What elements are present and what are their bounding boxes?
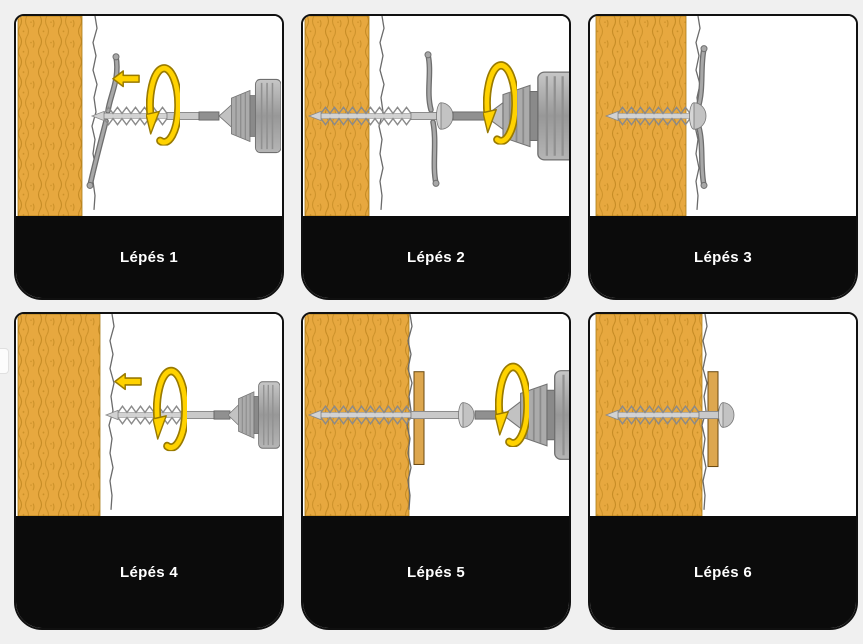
step-2-label: Lépés 2	[407, 248, 465, 266]
drill-icon	[485, 70, 569, 162]
toggle-wings	[695, 45, 708, 189]
step-3-caption: Lépés 3	[590, 216, 856, 298]
step-card-6: Lépés 6	[588, 312, 858, 630]
step-card-5: Lépés 5	[301, 312, 571, 630]
step-4-label: Lépés 4	[120, 563, 178, 581]
screw	[307, 402, 504, 428]
batten	[707, 371, 719, 468]
screw	[307, 102, 486, 130]
step-card-2: Lépés 2	[301, 14, 571, 300]
step-6-label: Lépés 6	[694, 563, 752, 581]
step-2-figure	[303, 16, 569, 216]
step-1-label: Lépés 1	[120, 248, 178, 266]
step-4-figure	[16, 314, 282, 516]
step-card-1: Lépés 1	[14, 14, 284, 300]
board	[17, 314, 101, 516]
step-6-illustration	[595, 314, 735, 516]
step-2-caption: Lépés 2	[303, 216, 569, 298]
step-4-illustration	[17, 314, 280, 516]
step-4-caption: Lépés 4	[16, 516, 282, 628]
step-6-figure	[590, 314, 856, 516]
screw	[604, 102, 707, 130]
drill-icon	[219, 78, 281, 154]
step-5-caption: Lépés 5	[303, 516, 569, 628]
rotation-arrow-icon	[146, 68, 178, 142]
step-3-illustration	[595, 16, 708, 216]
step-5-label: Lépés 5	[407, 563, 465, 581]
drill-icon	[228, 380, 280, 450]
step-5-figure	[303, 314, 569, 516]
wall-crack	[701, 314, 708, 510]
step-card-3: Lépés 3	[588, 14, 858, 300]
step-card-4: Lépés 4	[14, 312, 284, 630]
push-arrow-icon	[114, 372, 142, 391]
toggle-wings	[424, 51, 440, 187]
step-1-illustration	[17, 16, 281, 216]
step-6-caption: Lépés 6	[590, 516, 856, 628]
wall-crack	[406, 314, 413, 510]
step-3-figure	[590, 16, 856, 216]
step-1-figure	[16, 16, 282, 216]
step-1-caption: Lépés 1	[16, 216, 282, 298]
wall-crack	[108, 314, 115, 510]
screw	[604, 402, 735, 428]
step-3-label: Lépés 3	[694, 248, 752, 266]
left-edge-artifact	[0, 348, 9, 374]
board	[17, 16, 83, 216]
toggle-wings	[86, 53, 120, 189]
step-2-illustration	[304, 16, 569, 216]
steps-grid: Lépés 1	[14, 14, 858, 630]
screw	[104, 405, 231, 425]
step-5-illustration	[304, 314, 569, 516]
